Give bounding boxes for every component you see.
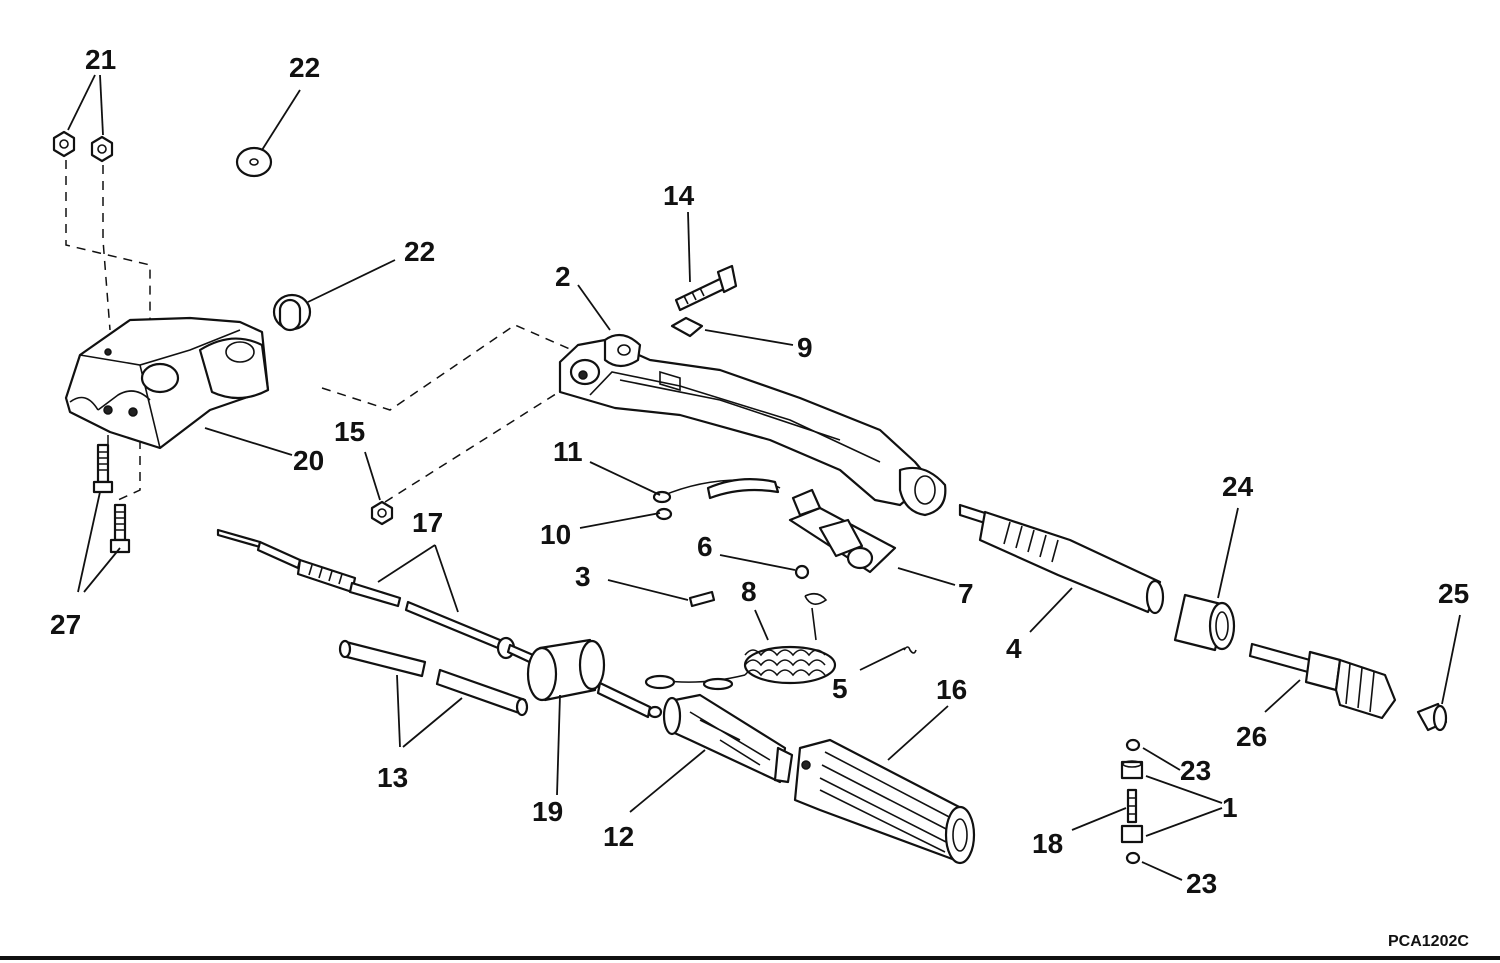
assembly-dashed-lines (65, 160, 573, 503)
part-24-bushing (1173, 593, 1236, 652)
callout-26: 26 (1236, 721, 1267, 752)
part-16-twist-grip (793, 738, 976, 865)
part-22-washer-bushing (272, 293, 312, 332)
callout-12: 12 (603, 821, 634, 852)
callout-5: 5 (832, 673, 848, 704)
callout-22-top: 22 (289, 52, 320, 83)
callout-18: 18 (1032, 828, 1063, 859)
part-17-cable (216, 528, 542, 668)
part-27-bolts (92, 443, 131, 554)
callout-15: 15 (334, 416, 365, 447)
callout-9: 9 (797, 332, 813, 363)
callout-25: 25 (1438, 578, 1469, 609)
callout-24: 24 (1222, 471, 1254, 502)
part-26-throttle-end (1248, 642, 1397, 720)
callout-22-bushing: 22 (404, 236, 435, 267)
part-5-clip (903, 646, 917, 654)
part-4-throttle-shaft (958, 503, 1165, 615)
callout-7: 7 (958, 578, 974, 609)
part-22-washer-top (235, 146, 273, 178)
callout-6: 6 (697, 531, 713, 562)
callout-labels: 21 22 22 14 2 9 20 15 11 10 6 7 24 25 17… (50, 44, 1469, 899)
part-3-pin (688, 590, 716, 608)
callout-17: 17 (412, 507, 443, 538)
part-9-clip (670, 316, 704, 338)
callout-19: 19 (532, 796, 563, 827)
callout-11: 11 (553, 436, 583, 467)
part-21-nuts (52, 130, 114, 163)
callout-2: 2 (555, 261, 571, 292)
part-19-cylinder (526, 638, 663, 719)
part-14-bolt (674, 264, 738, 312)
part-25-cap (1416, 702, 1448, 732)
part-10-11-wire-lead (652, 478, 781, 521)
callout-27: 27 (50, 609, 81, 640)
part-20-bracket (64, 316, 270, 450)
callout-16: 16 (936, 674, 967, 705)
callout-8: 8 (741, 576, 757, 607)
part-12-grip-insert (662, 693, 794, 784)
callout-23-bottom: 23 (1186, 868, 1217, 899)
callout-10: 10 (540, 519, 571, 550)
callout-14: 14 (663, 180, 695, 211)
callout-4: 4 (1006, 633, 1022, 664)
part-13-sleeves (338, 639, 529, 717)
callout-3: 3 (575, 561, 591, 592)
callout-13: 13 (377, 762, 408, 793)
leader-lines (67, 74, 1461, 881)
part-7-switch-bracket (788, 488, 897, 574)
callout-21: 21 (85, 44, 116, 75)
part-6-screw (794, 564, 810, 580)
callout-20: 20 (293, 445, 324, 476)
part-23-1-18-pin-assembly (1120, 738, 1144, 865)
part-15-nut (370, 500, 394, 526)
part-2-tiller-arm (558, 333, 947, 517)
diagram-code: PCA1202C (1388, 933, 1469, 950)
part-8-lanyard (644, 592, 837, 691)
callout-1: 1 (1222, 792, 1238, 823)
callout-23-top: 23 (1180, 755, 1211, 786)
